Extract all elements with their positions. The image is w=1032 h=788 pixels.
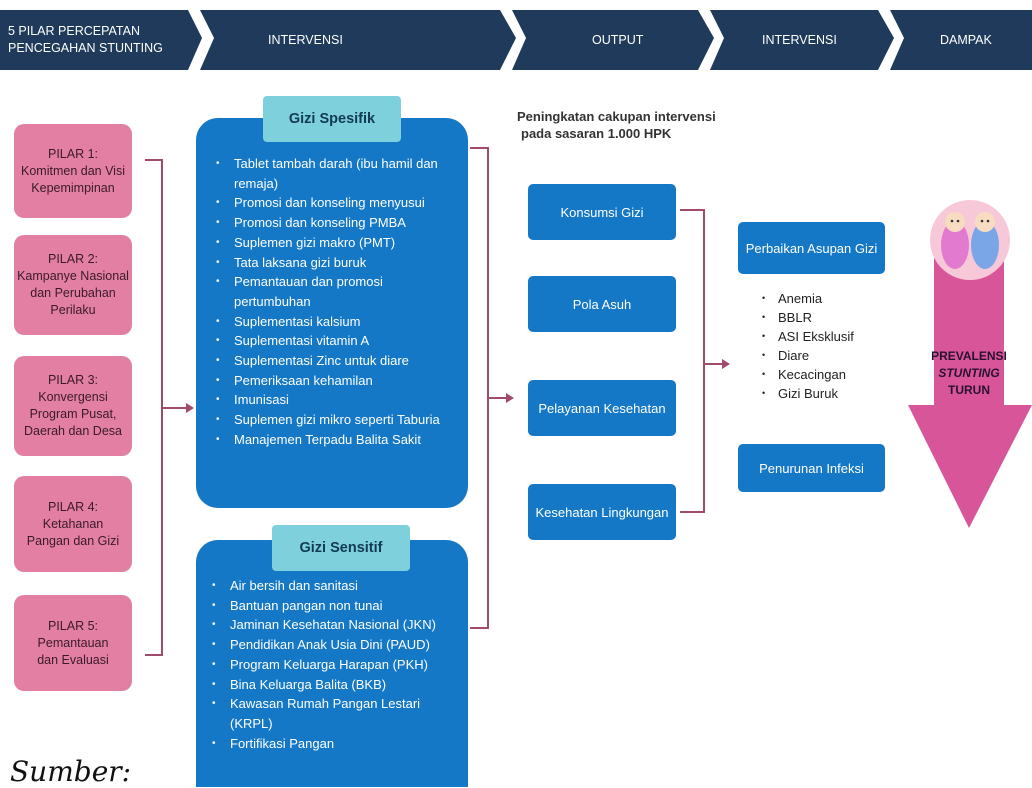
list-item: Bantuan pangan non tunai bbox=[212, 596, 452, 616]
gizi-sensitif-list: Air bersih dan sanitasi Bantuan pangan n… bbox=[212, 576, 452, 753]
pilar-title: PILAR 4: bbox=[47, 499, 99, 514]
pilar-arrow-head bbox=[186, 403, 194, 413]
gizi-spesifik-list: Tablet tambah darah (ibu hamil dan remaj… bbox=[216, 154, 454, 450]
pilar-line: Pemantauan bbox=[37, 635, 109, 650]
pilar-line: Pangan dan Gizi bbox=[26, 533, 120, 548]
pilar-line: Ketahanan bbox=[42, 516, 104, 531]
baby-left-eye bbox=[950, 219, 954, 223]
output-caption-line2: pada sasaran 1.000 HPK bbox=[521, 126, 672, 141]
pilar-line: Komitmen dan Visi bbox=[21, 163, 125, 178]
list-item: Suplementasi Zinc untuk diare bbox=[216, 351, 454, 371]
perbaikan-asupan-gizi-box: Perbaikan Asupan Gizi bbox=[738, 222, 885, 274]
pilar-line: Kepemimpinan bbox=[31, 180, 115, 195]
header-chevron-output bbox=[512, 10, 714, 70]
list-item: ASI Eksklusif bbox=[762, 327, 854, 346]
header-chevron-intervensi2 bbox=[710, 10, 894, 70]
baby-right-eye bbox=[980, 219, 984, 223]
list-item: Tablet tambah darah (ibu hamil dan remaj… bbox=[216, 154, 454, 193]
list-item: Suplementasi vitamin A bbox=[216, 331, 454, 351]
baby-left-face bbox=[945, 212, 965, 232]
list-item: Gizi Buruk bbox=[762, 384, 854, 403]
sumber-label: Sumber: bbox=[10, 755, 132, 788]
list-item: Suplementasi kalsium bbox=[216, 312, 454, 332]
output-caption: Peningkatan cakupan intervensi pada sasa… bbox=[517, 108, 717, 142]
pilar-5-box: PILAR 5: Pemantauan dan Evaluasi bbox=[14, 595, 132, 691]
gizi-spesifik-box: Tablet tambah darah (ibu hamil dan remaj… bbox=[196, 118, 468, 508]
dampak-label: PREVALENSI STUNTING TURUN bbox=[924, 348, 1014, 399]
output-box-kesehatan-lingkungan: Kesehatan Lingkungan bbox=[528, 484, 676, 540]
list-item: Suplemen gizi mikro seperti Taburia bbox=[216, 410, 454, 430]
pilar-line: dan Evaluasi bbox=[37, 652, 109, 667]
intervensi-bracket bbox=[470, 147, 489, 629]
pilar-bracket bbox=[145, 159, 163, 656]
output-caption-line1: Peningkatan cakupan intervensi bbox=[517, 109, 716, 124]
list-item: Program Keluarga Harapan (PKH) bbox=[212, 655, 452, 675]
gizi-sensitif-box: Air bersih dan sanitasi Bantuan pangan n… bbox=[196, 540, 468, 787]
list-item: Promosi dan konseling menyusui bbox=[216, 193, 454, 213]
penurunan-infeksi-box: Penurunan Infeksi bbox=[738, 444, 885, 492]
intervensi2-list: Anemia BBLR ASI Eksklusif Diare Kecacing… bbox=[762, 289, 854, 403]
pilar-title: PILAR 2: bbox=[47, 252, 99, 266]
baby-right-eye bbox=[986, 219, 990, 223]
header-label-pilar: 5 PILAR PERCEPATAN PENCEGAHAN STUNTING bbox=[8, 23, 163, 57]
output-box-pelayanan-kesehatan: Pelayanan Kesehatan bbox=[528, 380, 676, 436]
header-label-intervensi2: INTERVENSI bbox=[762, 33, 837, 47]
header-label-intervensi: INTERVENSI bbox=[268, 33, 343, 47]
list-item: Promosi dan konseling PMBA bbox=[216, 213, 454, 233]
header-chevron-pilar bbox=[0, 10, 202, 70]
list-item: Fortifikasi Pangan bbox=[212, 734, 452, 754]
output-arrow-head bbox=[722, 359, 730, 369]
header-chevron-bar bbox=[0, 10, 1032, 70]
gizi-spesifik-title: Gizi Spesifik bbox=[263, 96, 401, 142]
header-chevron-intervensi bbox=[200, 10, 516, 70]
baby-right-face bbox=[975, 212, 995, 232]
list-item: Kawasan Rumah Pangan Lestari (KRPL) bbox=[212, 694, 452, 733]
list-item: Imunisasi bbox=[216, 390, 454, 410]
list-item: Manajemen Terpadu Balita Sakit bbox=[216, 430, 454, 450]
output-bracket bbox=[680, 209, 705, 513]
header-label-pilar-line1: 5 PILAR PERCEPATAN bbox=[8, 24, 140, 38]
list-item: Tata laksana gizi buruk bbox=[216, 253, 454, 273]
pilar-line: Program Pusat, bbox=[29, 407, 117, 421]
list-item: Diare bbox=[762, 346, 854, 365]
header-label-dampak: DAMPAK bbox=[940, 33, 992, 47]
gizi-sensitif-title: Gizi Sensitif bbox=[272, 525, 410, 571]
list-item: BBLR bbox=[762, 308, 854, 327]
dampak-line1: PREVALENSI bbox=[931, 349, 1007, 363]
list-item: Jaminan Kesehatan Nasional (JKN) bbox=[212, 615, 452, 635]
header-label-pilar-line2: PENCEGAHAN STUNTING bbox=[8, 41, 163, 55]
list-item: Pemeriksaan kehamilan bbox=[216, 371, 454, 391]
list-item: Air bersih dan sanitasi bbox=[212, 576, 452, 596]
baby-right-blanket bbox=[971, 221, 999, 269]
pilar-line: Daerah dan Desa bbox=[24, 424, 122, 438]
output-box-pola-asuh: Pola Asuh bbox=[528, 276, 676, 332]
list-item: Anemia bbox=[762, 289, 854, 308]
pilar-line: dan Perubahan bbox=[30, 286, 116, 300]
dampak-down-arrow bbox=[908, 258, 1032, 528]
pilar-line: Perilaku bbox=[50, 303, 96, 317]
baby-left-eye bbox=[956, 219, 960, 223]
output-box-konsumsi-gizi: Konsumsi Gizi bbox=[528, 184, 676, 240]
pilar-title: PILAR 1: bbox=[47, 146, 99, 161]
list-item: Pendidikan Anak Usia Dini (PAUD) bbox=[212, 635, 452, 655]
header-label-output: OUTPUT bbox=[592, 33, 644, 47]
dampak-line2: STUNTING bbox=[938, 366, 1000, 380]
intervensi-arrow-head bbox=[506, 393, 514, 403]
header-chevron-dampak bbox=[890, 10, 1032, 70]
dampak-line3: TURUN bbox=[948, 383, 990, 397]
pilar-line: Kampanye Nasional bbox=[17, 269, 129, 283]
list-item: Kecacingan bbox=[762, 365, 854, 384]
pilar-title: PILAR 3: bbox=[47, 373, 98, 387]
pilar-line: Konvergensi bbox=[38, 390, 108, 404]
list-item: Pemantauan dan promosi pertumbuhan bbox=[216, 272, 454, 311]
pilar-title: PILAR 5: bbox=[47, 618, 98, 633]
list-item: Suplemen gizi makro (PMT) bbox=[216, 233, 454, 253]
list-item: Bina Keluarga Balita (BKB) bbox=[212, 675, 452, 695]
baby-left-blanket bbox=[941, 221, 969, 269]
